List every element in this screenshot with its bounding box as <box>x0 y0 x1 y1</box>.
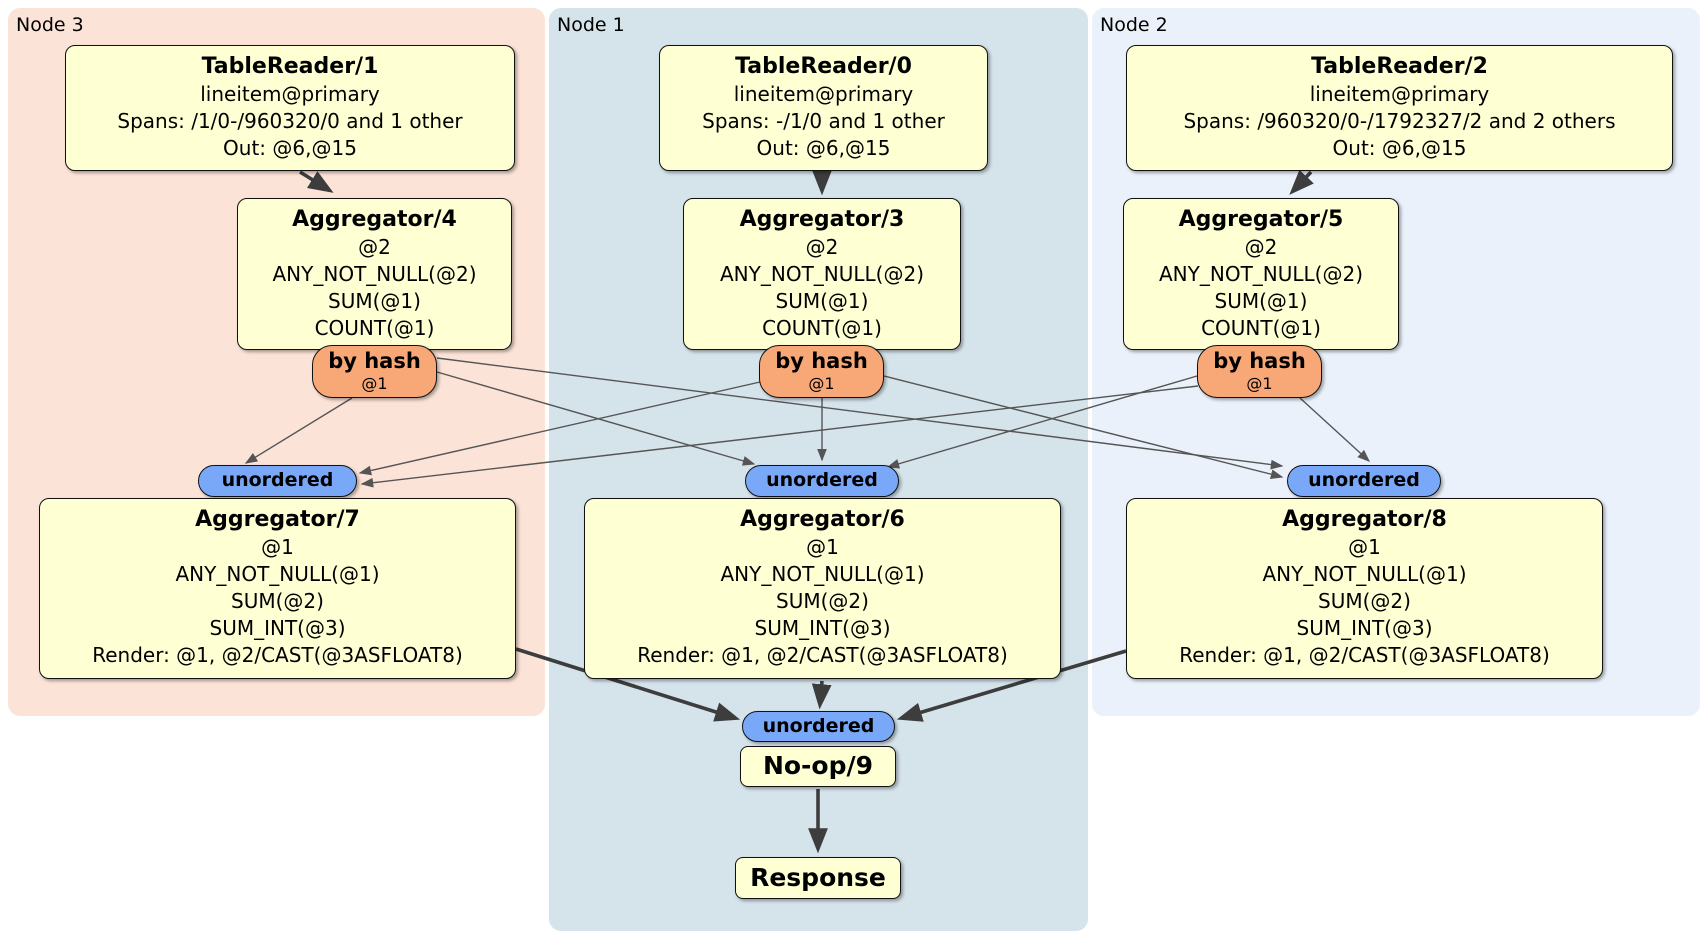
processor-title: Aggregator/5 <box>1178 207 1344 232</box>
processor-detail: Render: @1, @2/CAST(@3ASFLOAT8) <box>637 643 1008 667</box>
router-column: @1 <box>1246 374 1273 393</box>
processor-aggregator-7: Aggregator/7 @1 ANY_NOT_NULL(@1) SUM(@2)… <box>39 498 516 679</box>
edge-byhash5-to-sync7 <box>360 385 1199 488</box>
node-2-label: Node 2 <box>1100 14 1168 36</box>
processor-detail: SUM_INT(@3) <box>209 616 346 640</box>
processor-detail: @2 <box>358 235 391 259</box>
processor-detail: Spans: /1/0-/960320/0 and 1 other <box>117 109 463 133</box>
edge-byhash3-to-sync8 <box>883 375 1284 479</box>
router-byhash-agg3: by hash @1 <box>759 345 884 398</box>
sync-unordered-agg7: unordered <box>198 465 357 497</box>
processor-detail: SUM(@1) <box>775 289 869 313</box>
node-3-label: Node 3 <box>16 14 84 36</box>
processor-detail: SUM_INT(@3) <box>1296 616 1433 640</box>
processor-aggregator-3: Aggregator/3 @2 ANY_NOT_NULL(@2) SUM(@1)… <box>683 198 961 350</box>
processor-detail: COUNT(@1) <box>762 316 882 340</box>
edge-tr1-to-agg4 <box>299 170 334 193</box>
processor-title: TableReader/0 <box>735 54 912 79</box>
processor-title: Aggregator/3 <box>739 207 905 232</box>
processor-aggregator-8: Aggregator/8 @1 ANY_NOT_NULL(@1) SUM(@2)… <box>1126 498 1603 679</box>
processor-detail: SUM(@1) <box>1214 289 1308 313</box>
processor-noop-9: No-op/9 <box>740 746 896 787</box>
processor-detail: ANY_NOT_NULL(@1) <box>720 562 925 586</box>
router-byhash-agg4: by hash @1 <box>312 345 437 398</box>
processor-tablereader-1: TableReader/1 lineitem@primary Spans: /1… <box>65 45 515 171</box>
processor-aggregator-4: Aggregator/4 @2 ANY_NOT_NULL(@2) SUM(@1)… <box>237 198 512 350</box>
processor-detail: @1 <box>806 535 839 559</box>
processor-title: Aggregator/4 <box>292 207 457 232</box>
processor-detail: Out: @6,@15 <box>1332 136 1467 160</box>
edge-byhash4-to-sync8 <box>436 357 1284 470</box>
processor-aggregator-6: Aggregator/6 @1 ANY_NOT_NULL(@1) SUM(@2)… <box>584 498 1061 679</box>
processor-detail: @2 <box>805 235 839 259</box>
processor-title: No-op/9 <box>762 751 874 780</box>
processor-detail: lineitem@primary <box>1309 82 1490 106</box>
edge-byhash4-to-sync7 <box>244 397 353 464</box>
processor-title: TableReader/2 <box>1311 54 1488 79</box>
processor-tablereader-2: TableReader/2 lineitem@primary Spans: /9… <box>1126 45 1673 171</box>
processor-detail: Render: @1, @2/CAST(@3ASFLOAT8) <box>1179 643 1550 667</box>
processor-detail: COUNT(@1) <box>1201 316 1321 340</box>
sync-unordered-agg8: unordered <box>1287 465 1441 497</box>
processor-detail: SUM(@2) <box>776 589 869 613</box>
response-node: Response <box>735 857 901 899</box>
sync-label: unordered <box>221 469 334 491</box>
processor-tablereader-0: TableReader/0 lineitem@primary Spans: -/… <box>659 45 988 171</box>
processor-detail: lineitem@primary <box>200 82 380 106</box>
processor-detail: Spans: -/1/0 and 1 other <box>702 109 945 133</box>
router-column: @1 <box>361 374 388 393</box>
router-column: @1 <box>808 374 835 393</box>
processor-detail: Out: @6,@15 <box>223 136 357 160</box>
edge-byhash4-to-sync6 <box>436 371 756 466</box>
edge-byhash5-to-sync6 <box>886 375 1198 469</box>
processor-detail: @2 <box>1244 235 1278 259</box>
sync-label: unordered <box>762 715 875 737</box>
processor-title: Aggregator/7 <box>195 507 360 532</box>
processor-detail: lineitem@primary <box>733 82 914 106</box>
processor-detail: ANY_NOT_NULL(@2) <box>1159 262 1363 286</box>
processor-detail: ANY_NOT_NULL(@1) <box>175 562 380 586</box>
router-byhash-agg5: by hash @1 <box>1197 345 1322 398</box>
router-label: by hash <box>1213 349 1306 373</box>
edge-agg6-to-finalsync <box>811 680 832 710</box>
processor-detail: SUM(@1) <box>328 289 421 313</box>
processor-detail: ANY_NOT_NULL(@2) <box>272 262 477 286</box>
processor-detail: ANY_NOT_NULL(@2) <box>720 262 924 286</box>
sync-label: unordered <box>1308 469 1420 491</box>
edge-agg7-to-finalsync <box>515 647 741 722</box>
router-label: by hash <box>328 349 421 373</box>
processor-aggregator-5: Aggregator/5 @2 ANY_NOT_NULL(@2) SUM(@1)… <box>1123 198 1399 350</box>
node-1-label: Node 1 <box>557 14 625 36</box>
processor-detail: @1 <box>1348 535 1381 559</box>
processor-title: TableReader/1 <box>201 54 379 79</box>
processor-title: Response <box>750 863 886 892</box>
processor-detail: Out: @6,@15 <box>756 136 891 160</box>
processor-title: Aggregator/6 <box>740 507 905 532</box>
processor-detail: SUM(@2) <box>1318 589 1411 613</box>
processor-detail: COUNT(@1) <box>314 316 435 340</box>
processor-detail: Render: @1, @2/CAST(@3ASFLOAT8) <box>92 643 463 667</box>
edge-agg8-to-finalsync <box>896 649 1127 722</box>
edge-byhash5-to-sync8 <box>1299 397 1371 462</box>
edge-tr2-to-agg5 <box>1289 169 1314 195</box>
processor-detail: ANY_NOT_NULL(@1) <box>1262 562 1467 586</box>
processor-detail: @1 <box>261 535 294 559</box>
sync-unordered-final: unordered <box>742 711 895 742</box>
processor-title: Aggregator/8 <box>1282 507 1447 532</box>
processor-detail: Spans: /960320/0-/1792327/2 and 2 others <box>1183 109 1616 133</box>
edge-byhash3-to-sync7 <box>358 381 761 476</box>
sync-label: unordered <box>766 469 878 491</box>
router-label: by hash <box>775 349 868 373</box>
processor-detail: SUM(@2) <box>231 589 324 613</box>
processor-detail: SUM_INT(@3) <box>754 616 891 640</box>
sync-unordered-agg6: unordered <box>745 465 899 497</box>
